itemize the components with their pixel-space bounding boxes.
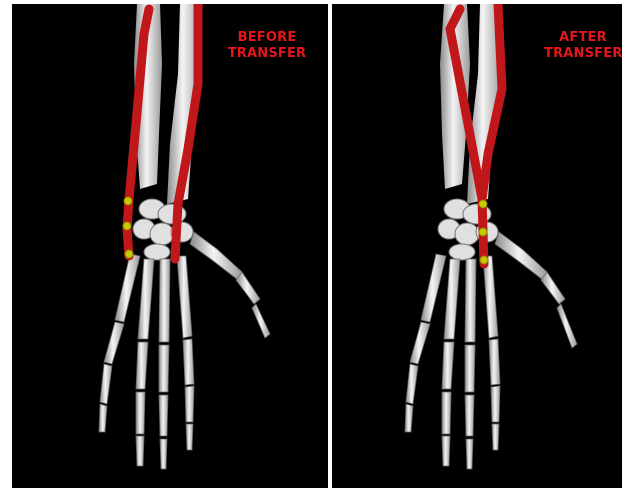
finger-bones (405, 254, 500, 469)
before-label-line1: BEFORE (226, 30, 308, 46)
carpal-bones (133, 199, 193, 260)
before-transfer-label: BEFORE TRANSFER (226, 30, 308, 62)
thumb-bones (495, 232, 577, 348)
carpal-bones (438, 199, 498, 260)
after-hand-skeleton-illustration (332, 4, 622, 488)
finger-bones (99, 254, 194, 469)
after-transfer-panel: AFTER TRANSFER (332, 4, 622, 488)
before-transfer-panel: BEFORE TRANSFER (12, 4, 328, 488)
before-hand-skeleton-illustration (12, 4, 328, 488)
after-transfer-label: AFTER TRANSFER (544, 30, 622, 62)
after-label-line2: TRANSFER (544, 46, 622, 62)
before-label-line2: TRANSFER (226, 46, 308, 62)
thumb-bones (190, 232, 270, 338)
after-label-line1: AFTER (544, 30, 622, 46)
